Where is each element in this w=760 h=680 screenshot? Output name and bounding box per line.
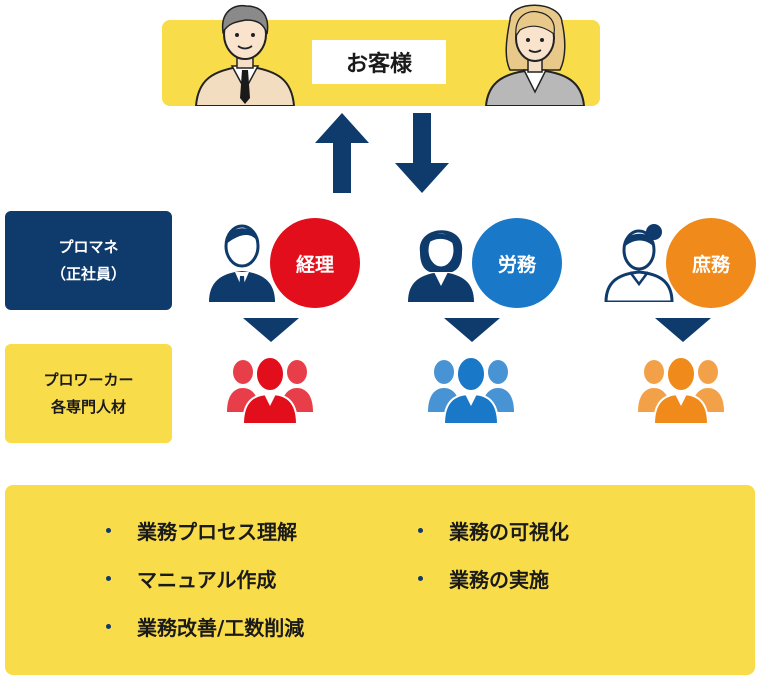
role-shomu-circle: 庶務 bbox=[666, 218, 756, 308]
manager-female-icon bbox=[408, 230, 474, 302]
arrow-up-icon bbox=[315, 113, 369, 193]
bullet-icon bbox=[418, 576, 423, 581]
task-label: 業務の実施 bbox=[449, 568, 549, 592]
bullet-icon bbox=[106, 624, 111, 629]
role-shomu-label: 庶務 bbox=[691, 253, 730, 276]
arrow-down-icon bbox=[395, 113, 449, 193]
specialist-group-orange-icon bbox=[638, 356, 724, 424]
task-item: マニュアル作成 bbox=[106, 564, 276, 593]
task-label: 業務プロセス理解 bbox=[137, 520, 297, 544]
specialist-group-blue-icon bbox=[428, 356, 514, 424]
triangle-down-icon bbox=[444, 318, 500, 342]
female-customer-icon bbox=[484, 4, 586, 106]
task-item: 業務の実施 bbox=[418, 564, 549, 593]
task-label: 業務の可視化 bbox=[449, 520, 569, 544]
promane-label-box: プロマネ （正社員） bbox=[5, 211, 172, 310]
task-item: 業務プロセス理解 bbox=[106, 516, 297, 545]
bullet-icon bbox=[106, 528, 111, 533]
proworker-title: プロワーカー bbox=[43, 371, 134, 390]
task-label: 業務改善/工数削減 bbox=[137, 616, 305, 640]
task-item: 業務の可視化 bbox=[418, 516, 569, 545]
customer-label: お客様 bbox=[312, 40, 446, 84]
male-customer-icon bbox=[194, 4, 296, 106]
task-label: マニュアル作成 bbox=[137, 568, 277, 592]
manager-female-ponytail-icon bbox=[604, 224, 674, 302]
proworker-subtitle: 各専門人材 bbox=[50, 397, 126, 416]
specialist-group-red-icon bbox=[227, 356, 313, 424]
role-keiri-circle: 経理 bbox=[270, 218, 360, 308]
promane-title: プロマネ bbox=[58, 238, 119, 257]
bullet-icon bbox=[418, 528, 423, 533]
manager-male-icon bbox=[208, 224, 276, 302]
task-item: 業務改善/工数削減 bbox=[106, 612, 304, 641]
task-panel bbox=[5, 485, 755, 675]
triangle-down-icon bbox=[243, 318, 299, 342]
role-roumu-label: 労務 bbox=[497, 253, 536, 276]
bullet-icon bbox=[106, 576, 111, 581]
triangle-down-icon bbox=[655, 318, 711, 342]
role-keiri-label: 経理 bbox=[295, 253, 334, 276]
promane-subtitle: （正社員） bbox=[50, 264, 126, 283]
proworker-label-box: プロワーカー 各専門人材 bbox=[5, 344, 172, 443]
role-roumu-circle: 労務 bbox=[472, 218, 562, 308]
